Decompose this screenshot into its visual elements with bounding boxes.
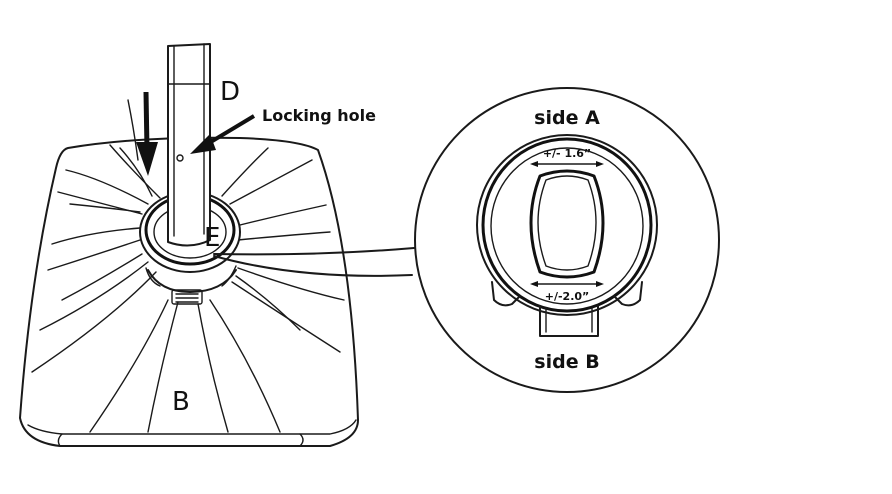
label-locking-hole: Locking hole: [262, 106, 376, 125]
label-side-a: side A: [534, 107, 600, 129]
locking-hole-marker: [176, 154, 184, 162]
base-ribs: [31, 144, 345, 433]
dimension-bottom: [530, 281, 604, 287]
down-arrow-icon: [127, 91, 158, 176]
label-part-d: D: [220, 77, 240, 107]
label-part-e: E: [204, 223, 220, 253]
label-dimension-top: +/- 1.6”: [543, 147, 591, 160]
label-part-b: B: [172, 387, 190, 417]
umbrella-base: [19, 43, 359, 447]
label-side-b: side B: [534, 351, 599, 373]
umbrella-pole: [167, 43, 211, 247]
label-dimension-bottom: +/-2.0”: [545, 290, 590, 303]
dimension-top: [530, 161, 604, 167]
pointer-arrow-icon: [190, 114, 256, 154]
base-handle: [171, 289, 203, 305]
detail-magnifier: [414, 87, 720, 393]
callout-connector: [213, 247, 415, 277]
